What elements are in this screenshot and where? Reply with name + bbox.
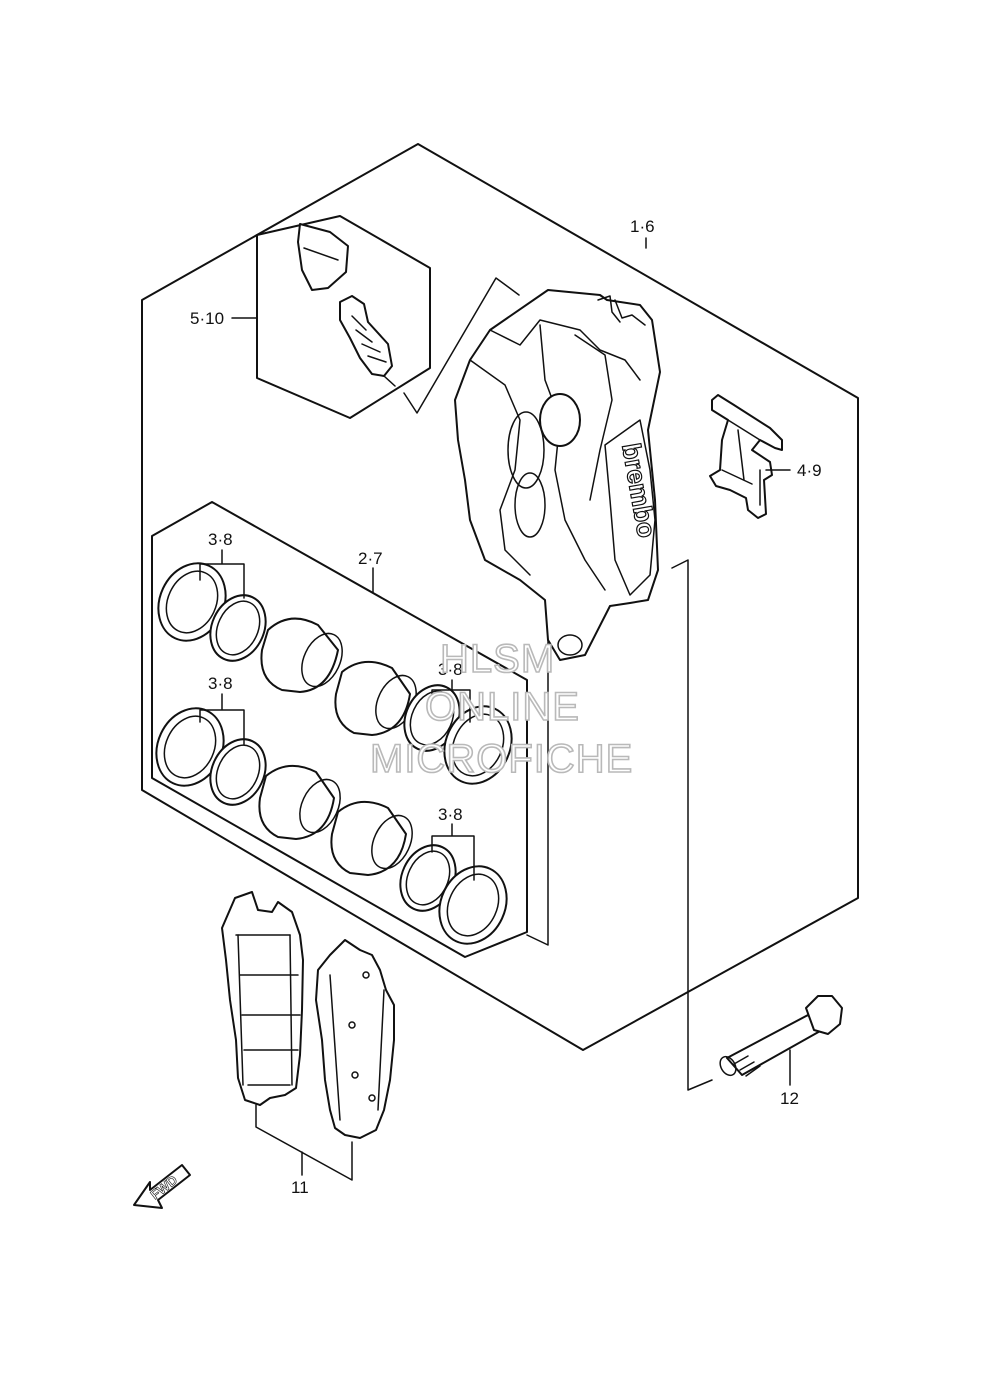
callout-3-8-bottom-right: 3·8 [438, 805, 463, 824]
seal-ring-top-4 [443, 705, 513, 785]
spring-clip [709, 394, 783, 519]
callout-12: 12 [780, 1089, 799, 1108]
brake-pad-outer [315, 939, 395, 1139]
brake-pad-inner [221, 891, 304, 1106]
leader-3-8-mid-left [199, 693, 245, 745]
piston-bottom-2 [330, 801, 413, 876]
callout-4-9: 4·9 [797, 461, 822, 480]
watermark-line-1: HLSM [440, 637, 555, 681]
bleeder-valve-box [256, 215, 431, 419]
callout-2-7: 2·7 [358, 549, 383, 568]
callout-3-8-mid-left: 3·8 [208, 674, 233, 693]
piston-bottom-1 [258, 765, 341, 840]
seal-ring-bottom-2 [209, 738, 267, 806]
callout-3-8-mid-right: 3·8 [438, 660, 463, 679]
watermark: HLSM ONLINE MICROFICHE [369, 636, 633, 782]
callout-1-6: 1·6 [630, 217, 655, 236]
callout-11: 11 [291, 1178, 309, 1197]
caliper-piston-leader [526, 639, 549, 946]
watermark-line-3: MICROFICHE [370, 737, 633, 781]
leader-3-8-bottom-right [431, 823, 475, 881]
piston-seal-box [151, 501, 528, 958]
caliper-body: brembo [454, 289, 663, 661]
leader-3-8-mid-right [431, 679, 471, 723]
watermark-line-2: ONLINE [425, 685, 580, 729]
pin-bolt [719, 995, 843, 1077]
valve-leader-zigzag [403, 277, 520, 414]
seal-ring-bottom-4 [438, 865, 508, 945]
leader-11 [255, 1104, 353, 1181]
piston-top-1 [260, 617, 343, 693]
leader-3-8-top-left [199, 549, 245, 599]
caliper-assembly-outline [141, 143, 859, 1051]
seal-ring-top-2 [209, 594, 267, 662]
bleeder-valve [297, 223, 396, 387]
pin-bolt-leader [671, 559, 713, 1091]
callout-5-10: 5·10 [190, 309, 224, 328]
forward-arrow-icon: FWD [133, 1164, 191, 1209]
callout-3-8-top-left: 3·8 [208, 530, 233, 549]
